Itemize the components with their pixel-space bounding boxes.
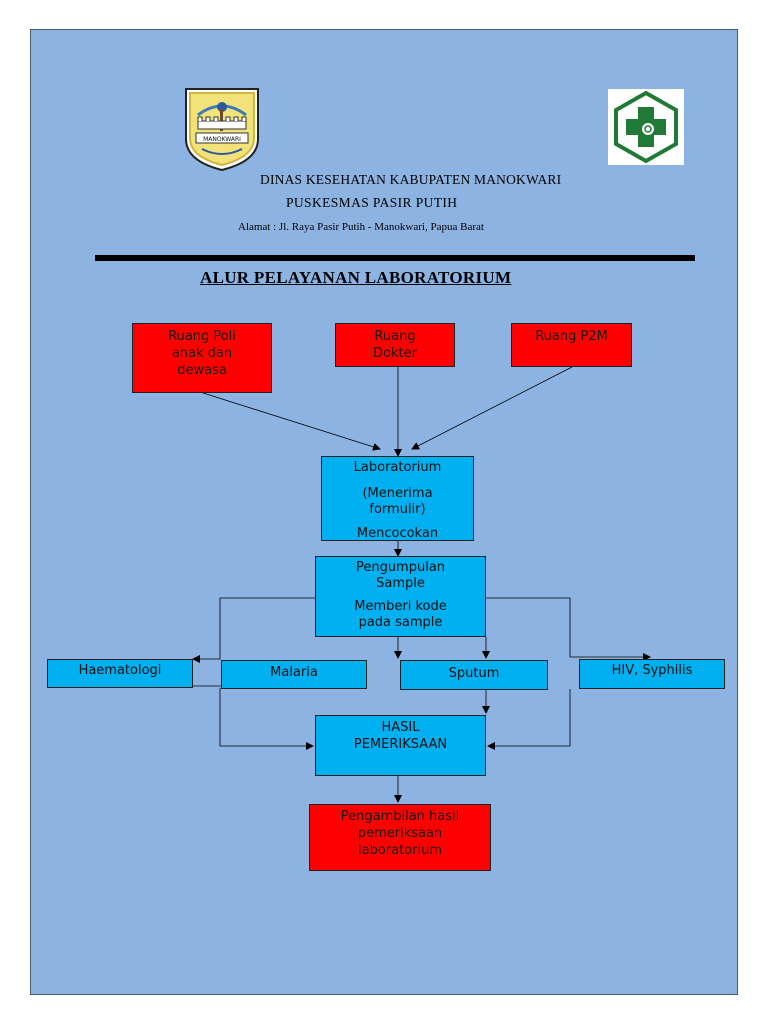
node-label: Ruang Poli: [168, 329, 236, 344]
node-label: Dokter: [373, 346, 417, 361]
node-sputum: Sputum: [400, 660, 548, 690]
node-spacer: [322, 518, 473, 526]
node-label: Memberi kode: [354, 599, 447, 614]
node-ruang-dokter: Ruang Dokter: [335, 323, 455, 367]
node-label: HASIL: [381, 720, 420, 735]
node-label: dewasa: [177, 363, 227, 378]
node-haematologi: Haematologi: [47, 659, 193, 688]
organization-name: DINAS KESEHATAN KABUPATEN MANOKWARI: [260, 172, 562, 187]
node-label: Haematologi: [78, 663, 162, 678]
node-spacer: [322, 476, 473, 486]
node-spacer: [316, 592, 485, 599]
manokwari-emblem-logo: MANOKWARI: [184, 87, 260, 172]
node-pengambilan-hasil: Pengambilan hasil pemeriksaan laboratori…: [309, 804, 491, 871]
clinic-name: PUSKESMAS PASIR PUTIH: [286, 195, 458, 210]
node-ruang-poli: Ruang Poli anak dan dewasa: [132, 323, 272, 393]
node-label: formulir): [369, 502, 426, 517]
node-label: PEMERIKSAAN: [353, 737, 448, 752]
node-label: Sample: [376, 576, 425, 591]
logo-banner-text: MANOKWARI: [203, 136, 241, 143]
node-label: pemeriksaan: [357, 826, 443, 841]
node-label: Ruang: [374, 329, 416, 344]
node-label: anak dan: [171, 346, 233, 361]
node-label: laboratorium: [357, 843, 442, 858]
node-hiv-syphilis: HIV, Syphilis: [579, 659, 725, 689]
node-label: Ruang P2M: [535, 329, 608, 344]
node-hasil-pemeriksaan: HASIL PEMERIKSAAN: [315, 715, 486, 776]
header-divider: [95, 255, 695, 261]
node-label: Sputum: [448, 666, 500, 681]
page-title: ALUR PELAYANAN LABORATORIUM: [200, 268, 512, 287]
node-label: Malaria: [270, 665, 318, 680]
node-label: Laboratorium: [353, 460, 442, 475]
node-label: Pengambilan hasil: [340, 809, 460, 824]
node-laboratorium: Laboratorium (Menerima formulir) Mencoco…: [321, 456, 474, 541]
node-label: (Menerima: [362, 486, 433, 501]
node-label: pada sample: [358, 615, 443, 630]
node-label: HIV, Syphilis: [611, 663, 693, 678]
node-label: Pengumpulan: [355, 560, 446, 575]
node-malaria: Malaria: [221, 660, 367, 689]
node-ruang-p2m: Ruang P2M: [511, 323, 632, 367]
health-cross-logo: [608, 89, 684, 165]
clinic-address: Alamat : Jl. Raya Pasir Putih - Manokwar…: [238, 221, 484, 233]
node-label: Mencocokan: [356, 526, 439, 541]
node-pengumpulan-sample: Pengumpulan Sample Memberi kode pada sam…: [315, 556, 486, 637]
